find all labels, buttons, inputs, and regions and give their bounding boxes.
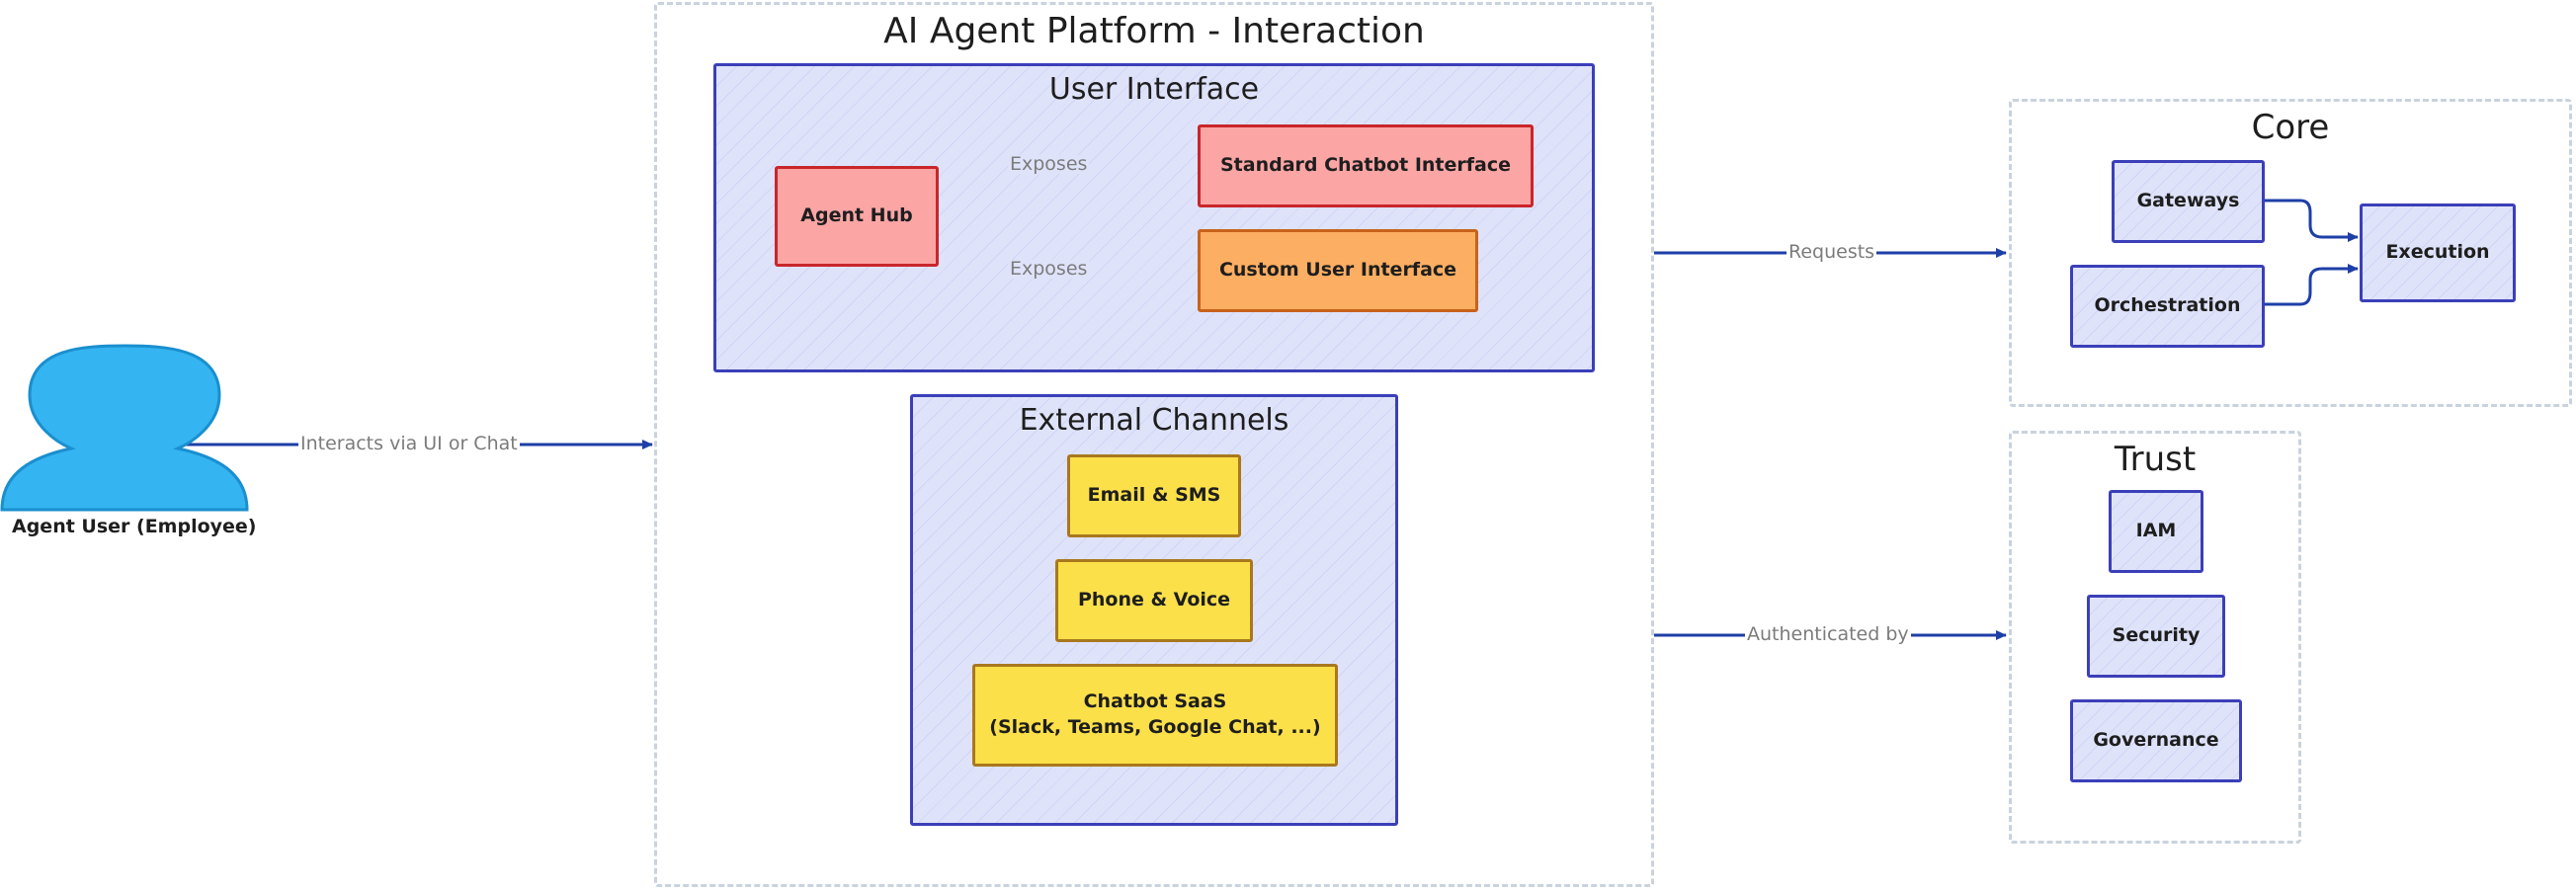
gateways-label: Gateways (2136, 190, 2240, 212)
external-channels-title: External Channels (1019, 403, 1289, 438)
standard-chatbot-node[interactable]: Standard Chatbot Interface (1198, 124, 1534, 207)
email-sms-label: Email & SMS (1087, 484, 1221, 507)
security-label: Security (2112, 624, 2201, 647)
custom-ui-label: Custom User Interface (1218, 259, 1457, 282)
user-interface-title: User Interface (1048, 72, 1260, 107)
email-sms-node[interactable]: Email & SMS (1067, 454, 1241, 537)
actor-label: Agent User (Employee) (12, 516, 257, 537)
orchestration-label: Orchestration (2094, 294, 2241, 317)
phone-voice-node[interactable]: Phone & Voice (1055, 559, 1253, 642)
gateways-node[interactable]: Gateways (2112, 160, 2265, 243)
edge-label-requests: Requests (1787, 241, 1877, 263)
orchestration-node[interactable]: Orchestration (2070, 265, 2265, 348)
iam-node[interactable]: IAM (2109, 490, 2203, 573)
core-title: Core (2251, 108, 2330, 147)
governance-label: Governance (2093, 729, 2219, 752)
trust-group: Trust (2009, 431, 2301, 844)
chatbot-saas-label: Chatbot SaaS (Slack, Teams, Google Chat,… (989, 691, 1321, 738)
agent-hub-node[interactable]: Agent Hub (775, 166, 939, 267)
edge-label-exposes-standard: Exposes (1008, 153, 1090, 175)
core-group: Core (2009, 99, 2572, 407)
platform-group: AI Agent Platform - Interaction (654, 2, 1654, 887)
trust-title: Trust (2114, 440, 2197, 479)
edge-label-exposes-custom: Exposes (1008, 258, 1090, 280)
security-node[interactable]: Security (2087, 595, 2225, 678)
edge-label-interacts: Interacts via UI or Chat (298, 433, 520, 454)
chatbot-saas-node[interactable]: Chatbot SaaS (Slack, Teams, Google Chat,… (972, 664, 1338, 767)
iam-label: IAM (2135, 520, 2177, 542)
custom-ui-node[interactable]: Custom User Interface (1198, 229, 1478, 312)
execution-label: Execution (2385, 241, 2490, 264)
user-icon (0, 344, 249, 512)
governance-node[interactable]: Governance (2070, 699, 2242, 782)
phone-voice-label: Phone & Voice (1077, 589, 1231, 611)
execution-node[interactable]: Execution (2360, 203, 2516, 302)
standard-chatbot-label: Standard Chatbot Interface (1219, 154, 1512, 177)
user-interface-group: User Interface (713, 63, 1595, 372)
edge-label-authenticated: Authenticated by (1745, 623, 1911, 645)
agent-hub-label: Agent Hub (800, 204, 913, 227)
platform-title: AI Agent Platform - Interaction (883, 11, 1425, 51)
